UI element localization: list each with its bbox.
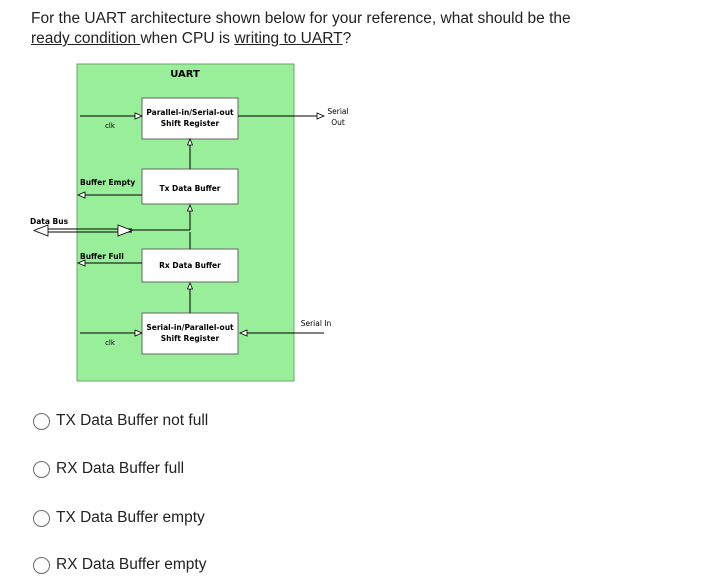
option-label: RX Data Buffer empty [56,556,207,573]
piso-shift-register [141,97,239,140]
option-rx-buffer-full[interactable]: RX Data Buffer full [33,458,184,480]
buffer-full-label: Buffer Full [80,252,124,261]
serial-out-label-line1: Serial [327,107,348,116]
question-part-1: For the UART architecture shown below fo… [31,10,571,27]
serial-in-label: Serial In [301,319,332,328]
question-part-3: when CPU is [140,30,235,47]
piso-label-line2: Shift Register [161,119,220,128]
tx-data-buffer-label: Tx Data Buffer [159,184,220,193]
sipo-shift-register [141,312,239,355]
option-tx-buffer-not-full[interactable]: TX Data Buffer not full [33,410,208,432]
sipo-label-line1: Serial-in/Parallel-out [146,323,234,332]
option-tx-buffer-empty[interactable]: TX Data Buffer empty [33,507,205,529]
piso-label-line1: Parallel-in/Serial-out [146,108,234,117]
clk-top-arrow [134,112,144,120]
uart-title: UART [170,69,200,80]
ready-condition-text: ready condition [31,30,141,47]
bus-to-tx-arrow [186,203,194,212]
clk-top-label: clk [105,122,116,130]
option-label: TX Data Buffer empty [56,509,205,526]
rx-data-buffer-label: Rx Data Buffer [159,261,221,270]
radio-circle-icon[interactable] [33,412,50,430]
sipo-to-rx-arrow [186,281,194,290]
serial-out-label-line2: Out [331,118,345,127]
buffer-empty-label: Buffer Empty [80,178,135,187]
option-label: RX Data Buffer full [56,460,185,477]
buffer-empty-arrow [76,191,86,199]
rx-data-buffer [141,248,239,283]
data-bus-left-arrow [32,224,49,237]
tx-to-piso-arrow [186,137,194,146]
option-rx-buffer-empty[interactable]: RX Data Buffer empty [33,554,206,576]
radio-circle-icon[interactable] [33,460,50,478]
question-mark: ? [342,30,352,47]
radio-circle-icon[interactable] [33,556,50,574]
sipo-label-line2: Shift Register [161,334,220,343]
radio-circle-icon[interactable] [33,509,50,527]
clk-bottom-label: clk [105,339,116,347]
writing-to-uart-text: writing to UART [234,30,343,47]
serial-in-arrow [238,329,248,337]
uart-diagram: UART Parallel-in/Serial-out Shift Regist… [30,63,349,382]
serial-out-arrow [316,112,326,120]
data-bus-label: Data Bus [30,217,69,226]
data-bus-right-arrow [117,224,134,237]
clk-bottom-arrow [134,329,144,337]
buffer-full-arrow [76,259,86,267]
question-text: For the UART architecture shown below fo… [31,9,691,49]
option-label: TX Data Buffer not full [56,412,209,429]
